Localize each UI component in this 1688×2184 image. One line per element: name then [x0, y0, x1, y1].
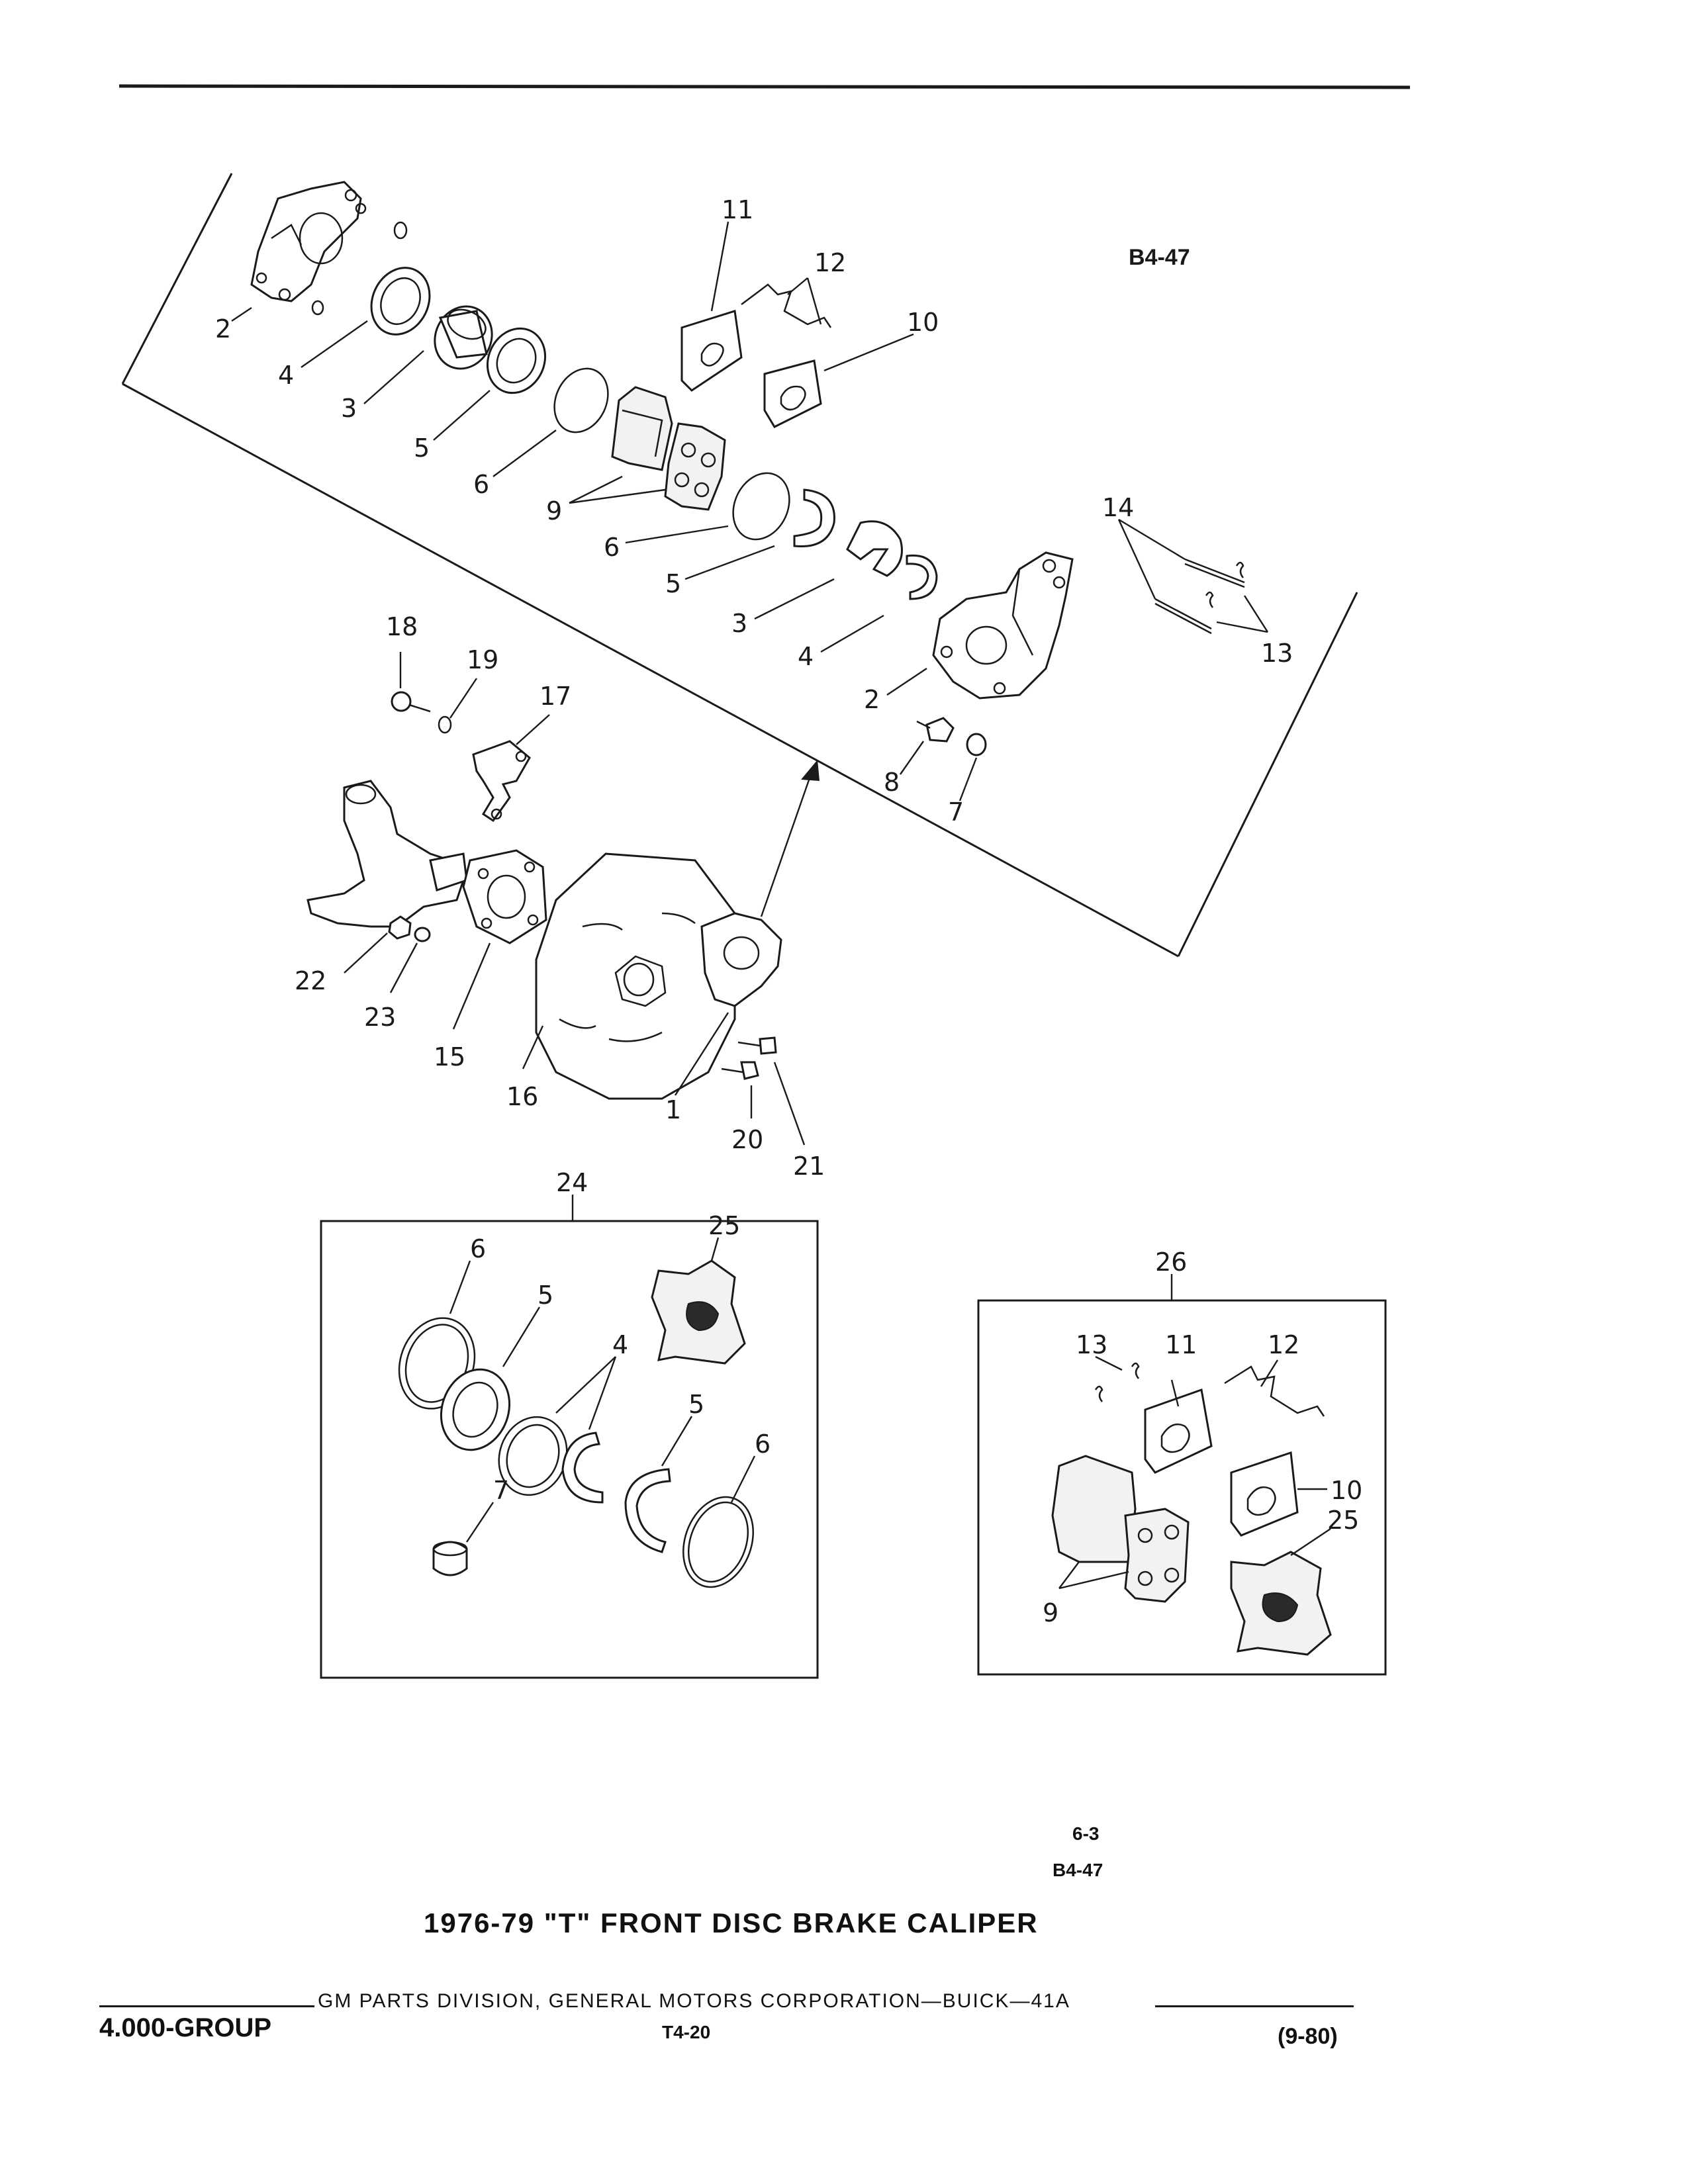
- page-ref-code: B4-47: [1053, 1860, 1103, 1880]
- bracket-part: [472, 740, 531, 823]
- callout-13-kit: 13: [1076, 1330, 1107, 1359]
- pad-kit-box: [977, 1274, 1387, 1676]
- page-number: 6-3: [1072, 1823, 1100, 1844]
- caliper-housing-inboard: [250, 181, 408, 316]
- callout-12-kit: 12: [1268, 1330, 1299, 1359]
- caliper-housing-outboard: [932, 551, 1074, 700]
- callout-12: 12: [814, 248, 846, 277]
- footer-rule-right: [1155, 2005, 1354, 2007]
- callout-10-kit: 10: [1331, 1476, 1362, 1505]
- anti-squeal-shim-part: [680, 310, 743, 392]
- seal-kit-box: [320, 1195, 819, 1679]
- callout-25-kit-b: 25: [1327, 1506, 1359, 1535]
- callout-7-kit: 7: [493, 1476, 509, 1505]
- footer-group: 4.000-GROUP: [99, 2013, 272, 2042]
- bolt-20-part: [721, 1061, 759, 1080]
- diagram-ref-code: B4-47: [1129, 245, 1190, 270]
- callout-3: 3: [341, 394, 357, 423]
- callout-24: 24: [556, 1168, 588, 1197]
- nut-22-part: [388, 915, 412, 940]
- callout-3-outboard: 3: [731, 609, 747, 638]
- callout-22: 22: [295, 966, 326, 995]
- bleeder-valve-part: [916, 717, 955, 743]
- callout-4-kit: 4: [612, 1330, 628, 1359]
- callout-25-kit: 25: [708, 1211, 740, 1240]
- callout-26: 26: [1155, 1248, 1187, 1277]
- callout-6-kit-b: 6: [755, 1430, 771, 1459]
- callout-20: 20: [731, 1125, 763, 1154]
- bolt-18-part: [391, 691, 431, 713]
- brake-pads-part: [611, 386, 726, 511]
- callout-9: 9: [546, 496, 562, 525]
- washer-23-part: [414, 927, 431, 942]
- callout-11-kit: 11: [1165, 1330, 1197, 1359]
- exploded-plane-outline: [121, 173, 1358, 958]
- callout-6: 6: [473, 470, 489, 499]
- top-rule: [118, 84, 1411, 89]
- anti-rattle-spring-part: [741, 283, 832, 328]
- callout-6-kit: 6: [470, 1234, 486, 1263]
- callout-11: 11: [722, 195, 753, 224]
- callout-5: 5: [414, 433, 430, 463]
- piston-seal-part: [486, 327, 547, 394]
- callout-5-kit: 5: [538, 1281, 553, 1310]
- footer-date: (9-80): [1278, 2024, 1338, 2049]
- retaining-clips-part: [1205, 561, 1244, 608]
- callout-17: 17: [539, 682, 571, 711]
- page-caption: 1976-79 "T" FRONT DISC BRAKE CALIPER: [424, 1907, 1039, 1938]
- callout-14: 14: [1102, 493, 1134, 522]
- callout-5-kit-b: 5: [688, 1390, 704, 1419]
- outboard-shim-part: [763, 359, 822, 428]
- footer-page-code: T4-20: [662, 2022, 711, 2042]
- steering-knuckle-part: [306, 780, 468, 928]
- callout-13: 13: [1261, 639, 1293, 668]
- callout-16: 16: [506, 1082, 538, 1111]
- footer-company: GM PARTS DIVISION, GENERAL MOTORS CORPOR…: [318, 1990, 1070, 2012]
- caliper-anchor-part: [700, 912, 782, 1007]
- callout-23: 23: [364, 1003, 396, 1032]
- o-ring-part-outboard: [732, 472, 790, 541]
- assembly-arrow: [760, 760, 820, 917]
- callout-4: 4: [278, 361, 294, 390]
- callout-7: 7: [948, 797, 964, 827]
- bolt-21-part: [737, 1036, 777, 1055]
- leader-lines: [231, 221, 1269, 1146]
- callout-15: 15: [434, 1042, 465, 1071]
- callout-5-outboard: 5: [665, 569, 681, 598]
- o-ring-part: [553, 367, 609, 433]
- dust-boot-part-outboard: [906, 554, 938, 600]
- bleeder-cap-part: [966, 733, 987, 756]
- piston-seal-part-outboard: [793, 488, 835, 548]
- callout-labels: 11 12 10 2 4 3 5 6 9 6 5 3 4 2 14 13 8 7…: [215, 195, 1362, 1627]
- piston-part: [434, 305, 493, 370]
- callout-21: 21: [793, 1152, 825, 1181]
- guide-pins-part: [1154, 558, 1245, 635]
- splash-shield-part: [535, 852, 736, 1100]
- callout-19: 19: [467, 645, 498, 674]
- spindle-adapter-part: [462, 849, 547, 944]
- callout-8: 8: [884, 768, 900, 797]
- lock-washer-part: [438, 715, 452, 734]
- piston-part-outboard: [846, 520, 903, 577]
- callout-6-outboard: 6: [604, 533, 620, 562]
- footer-rule-left: [99, 2005, 314, 2007]
- callout-4-outboard: 4: [798, 642, 814, 671]
- callout-10: 10: [907, 308, 939, 337]
- callout-2-outboard: 2: [864, 685, 880, 714]
- callout-18: 18: [386, 612, 418, 641]
- callout-2: 2: [215, 314, 231, 343]
- dust-boot-part: [370, 267, 431, 336]
- callout-9-kit: 9: [1043, 1598, 1058, 1627]
- callout-1: 1: [665, 1095, 681, 1124]
